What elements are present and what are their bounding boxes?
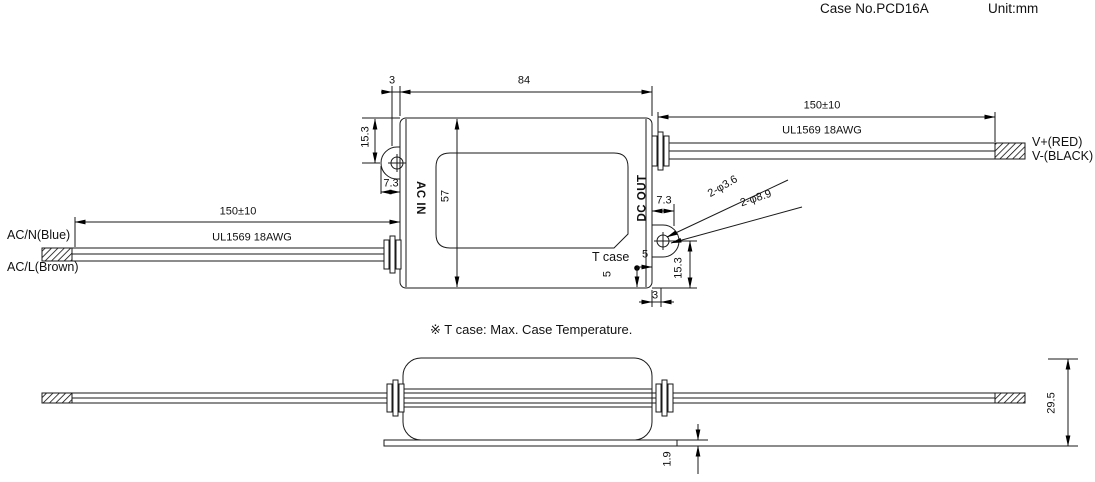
dim-lines-left xyxy=(362,117,401,195)
output-positive-label: V+(RED) xyxy=(1032,135,1083,149)
dim-flange-thickness: 1.9 xyxy=(661,451,674,467)
label-recess xyxy=(435,152,629,249)
dim-line-input-length xyxy=(74,217,401,247)
dim-side-height: 29.5 xyxy=(1045,392,1058,414)
dim-hole-left-inset: 7.3 xyxy=(383,177,399,190)
case-outline xyxy=(399,117,653,289)
dim-hole-top-inset: 15.3 xyxy=(359,126,372,148)
output-wires xyxy=(651,131,1026,171)
mounting-flange xyxy=(383,439,678,447)
dim-lines-right xyxy=(639,204,697,307)
side-view-drawing xyxy=(41,357,1078,474)
tcase-label: T case xyxy=(592,250,630,264)
top-view-drawing xyxy=(41,86,1026,307)
unit-label: Unit:mm xyxy=(988,1,1039,16)
dim-hole-right-inset: 7.3 xyxy=(656,194,672,207)
side-wires xyxy=(41,379,1026,417)
dim-output-wire-length: 150±10 xyxy=(803,99,841,112)
dim-hole-edge-offset: 3 xyxy=(651,289,659,302)
input-wire-stripped-end xyxy=(41,247,73,262)
right-mounting-hole xyxy=(654,232,672,250)
dim-case-height: 57 xyxy=(439,189,452,203)
dim-lines-top xyxy=(381,86,653,146)
side-dim-lines xyxy=(677,358,1078,474)
output-wire-spec: UL1569 18AWG xyxy=(782,124,862,137)
dim-tcase-y: 5 xyxy=(601,270,614,278)
output-wire-stripped-end xyxy=(994,142,1026,160)
dc-out-label: DC OUT xyxy=(636,174,649,222)
hole-callout-leaders xyxy=(666,179,803,244)
input-wires xyxy=(41,235,402,274)
tcase-point xyxy=(634,264,653,288)
input-neutral-label: AC/N(Blue) xyxy=(7,228,71,242)
side-left-stripped-end xyxy=(41,392,73,404)
ac-in-label: AC IN xyxy=(413,181,426,215)
dim-input-wire-length: 150±10 xyxy=(219,205,257,218)
side-right-stripped-end xyxy=(994,392,1026,404)
dim-line-output-length xyxy=(657,112,996,142)
tcase-note: ※ T case: Max. Case Temperature. xyxy=(430,322,633,337)
dim-tcase-x: 5 xyxy=(641,248,649,261)
dim-ear-offset: 3 xyxy=(388,74,396,87)
output-negative-label: V-(BLACK) xyxy=(1032,149,1094,163)
case-number-label: Case No.PCD16A xyxy=(820,1,929,16)
input-line-label: AC/L(Brown) xyxy=(7,260,79,274)
dim-hole-bottom-inset: 15.3 xyxy=(672,257,685,279)
dim-case-length: 84 xyxy=(517,74,531,87)
left-mounting-hole xyxy=(388,154,406,172)
input-wire-spec: UL1569 18AWG xyxy=(212,231,292,244)
side-body xyxy=(402,357,653,441)
